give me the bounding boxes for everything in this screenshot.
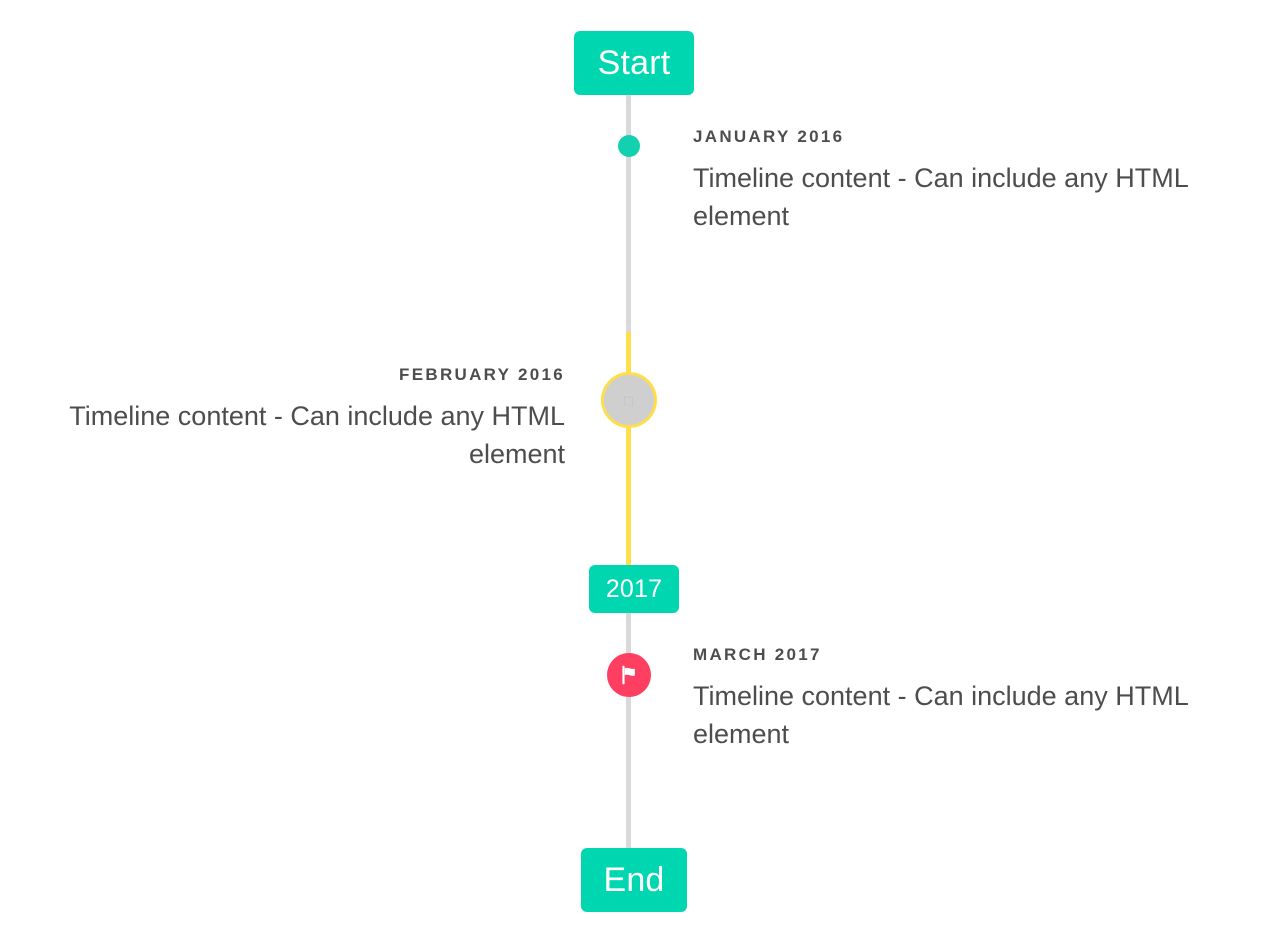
timeline-event-date: FEBRUARY 2016 — [399, 365, 565, 384]
timeline-event-content: Timeline content - Can include any HTML … — [69, 400, 565, 470]
timeline-event-body: FEBRUARY 2016 Timeline content - Can inc… — [41, 365, 565, 473]
flag-icon[interactable] — [607, 653, 651, 697]
dot-icon[interactable] — [618, 135, 640, 157]
broken-image-icon[interactable]: ⬚ — [601, 372, 657, 428]
broken-image-glyph: ⬚ — [623, 390, 635, 409]
timeline-axis-segment-bottom — [626, 613, 631, 856]
timeline-event-date: JANUARY 2016 — [693, 127, 845, 146]
timeline-event-body: JANUARY 2016 Timeline content - Can incl… — [693, 127, 1217, 235]
timeline-event-content: Timeline content - Can include any HTML … — [693, 680, 1188, 750]
timeline-axis-segment-top — [626, 92, 631, 335]
timeline-event-body: MARCH 2017 Timeline content - Can includ… — [693, 645, 1217, 753]
timeline-start-badge[interactable]: Start — [574, 31, 694, 95]
timeline-end-label: End — [603, 860, 665, 899]
timeline-axis-segment-highlight — [626, 332, 631, 568]
timeline-event-date: MARCH 2017 — [693, 645, 822, 664]
timeline-end-badge[interactable]: End — [581, 848, 687, 912]
timeline-year-badge[interactable]: 2017 — [589, 565, 679, 613]
timeline-start-label: Start — [597, 43, 671, 82]
timeline-year-label: 2017 — [605, 574, 663, 603]
timeline-event-content: Timeline content - Can include any HTML … — [693, 162, 1188, 232]
